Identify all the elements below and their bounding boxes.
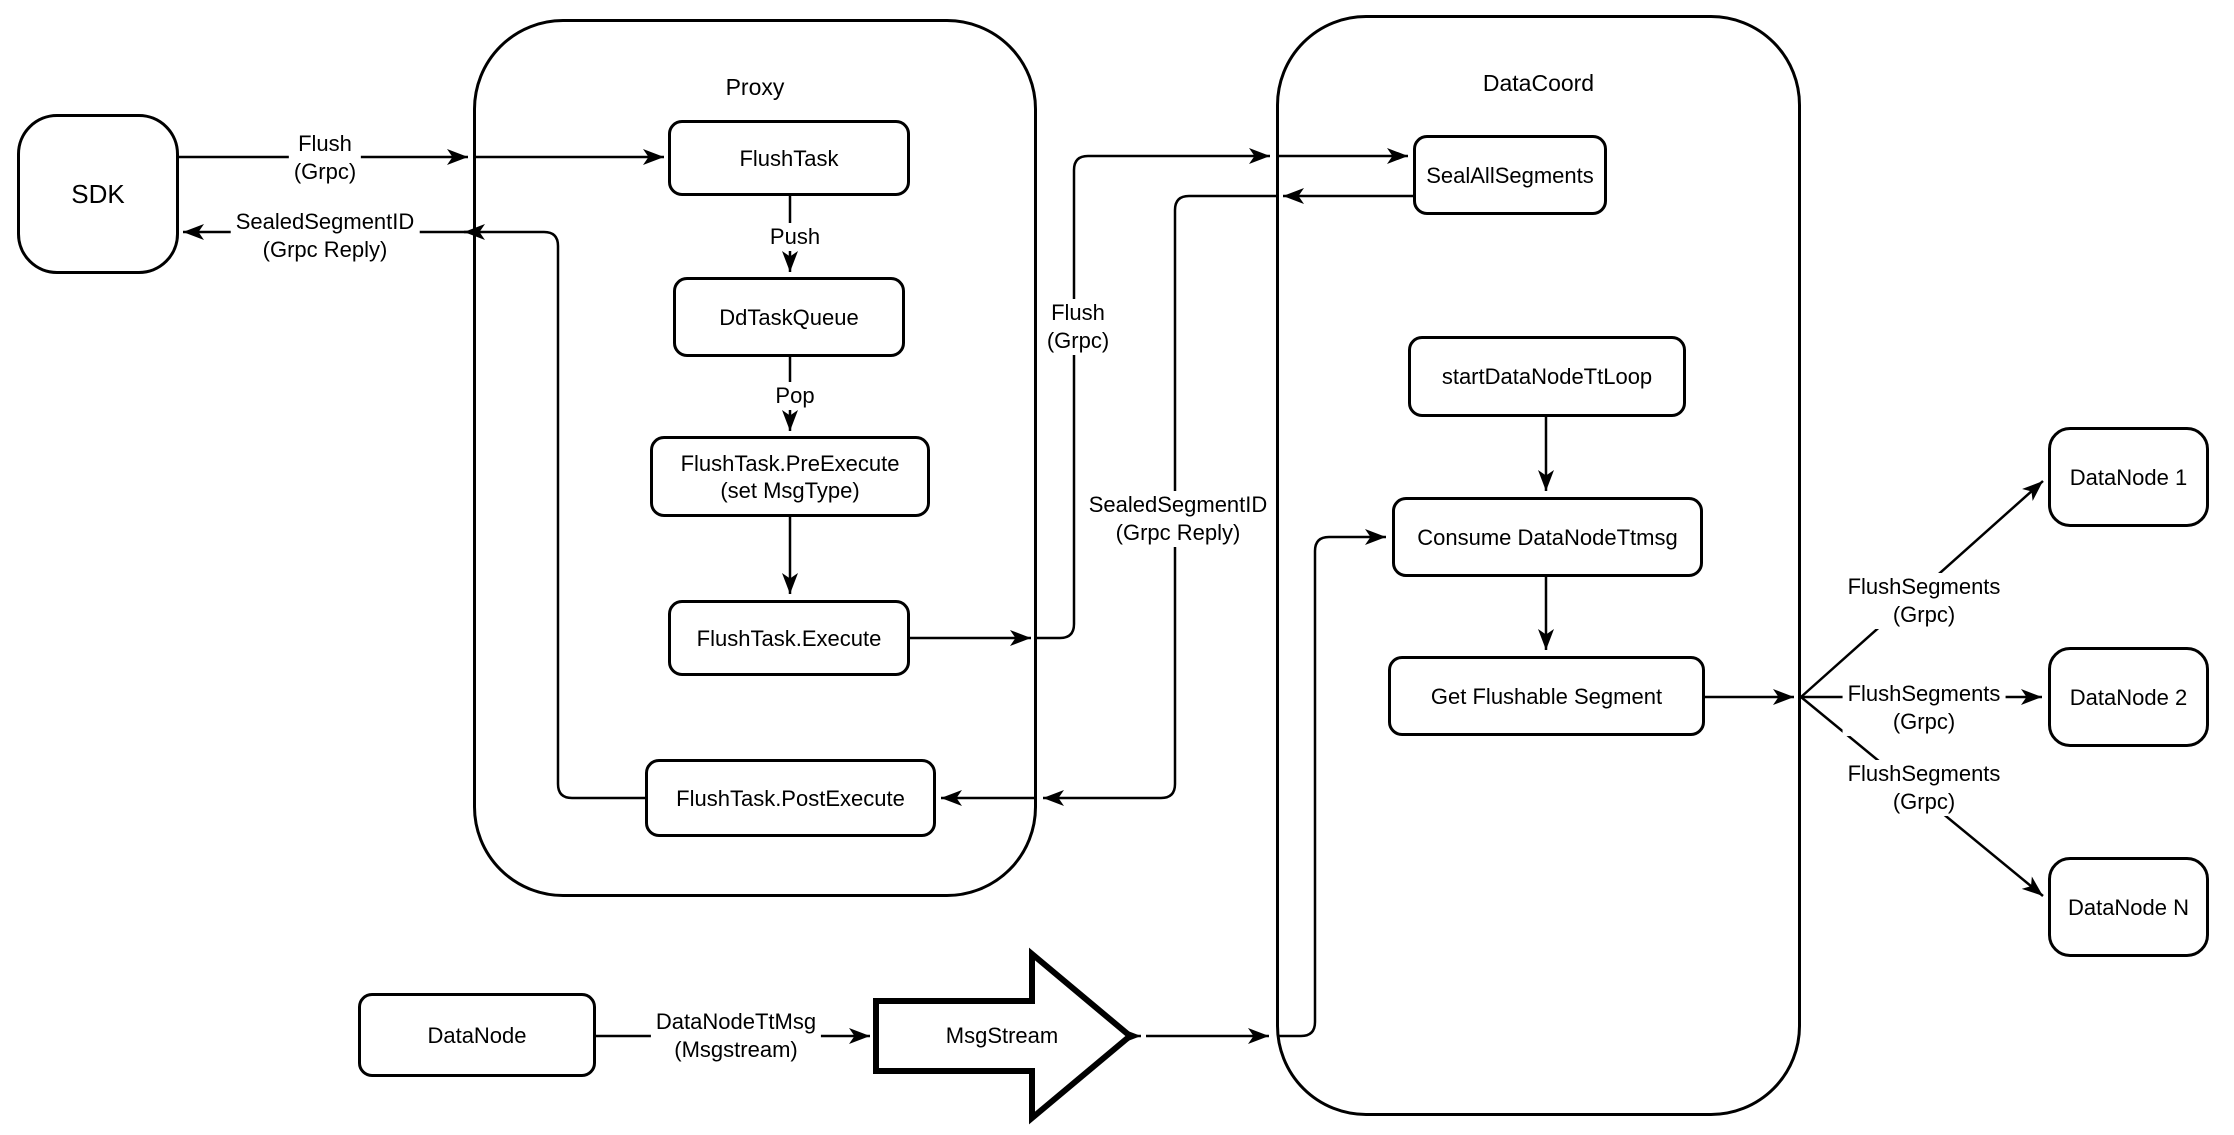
edge-label-flushsegments-3-line1: FlushSegments — [1847, 761, 2001, 786]
edge-label-flushsegments-3-line2: (Grpc) — [1892, 789, 1956, 814]
edge-label-push-text: Push — [769, 224, 821, 249]
node-ddtaskqueue: DdTaskQueue — [673, 277, 905, 357]
node-flushtask-label: FlushTask — [739, 145, 839, 171]
node-startdatanodettloop: startDataNodeTtLoop — [1408, 336, 1686, 417]
node-consume-datanodettmsg-label: Consume DataNodeTtmsg — [1417, 524, 1678, 550]
edge-label-datanodettmsg: DataNodeTtMsg (Msgstream) — [650, 1008, 822, 1064]
node-datanode-n: DataNode N — [2048, 857, 2209, 957]
node-get-flushable-segment: Get Flushable Segment — [1388, 656, 1705, 736]
node-datanode-2: DataNode 2 — [2048, 647, 2209, 747]
edge-label-pop-text: Pop — [775, 383, 815, 408]
msgstream-label-text: MsgStream — [945, 1023, 1059, 1048]
edge-postexecute-to-proxy-border — [464, 224, 645, 800]
msgstream-label: MsgStream — [946, 1023, 1058, 1049]
edge-label-flush-datacoord: Flush (Grpc) — [1041, 299, 1115, 355]
node-datanode-bottom: DataNode — [358, 993, 596, 1077]
datacoord-title: DataCoord — [1482, 70, 1595, 96]
node-datanode-1: DataNode 1 — [2048, 427, 2209, 527]
msgstream-block-arrow — [873, 947, 1135, 1125]
edge-label-datanodettmsg-line1: DataNodeTtMsg — [655, 1009, 817, 1034]
edge-label-push: Push — [764, 223, 826, 251]
node-flushtask-postexecute-label: FlushTask.PostExecute — [676, 785, 905, 811]
proxy-title: Proxy — [725, 74, 785, 100]
node-sdk: SDK — [17, 114, 179, 274]
edge-label-flushsegments-2-line1: FlushSegments — [1847, 681, 2001, 706]
edge-label-datanodettmsg-line2: (Msgstream) — [674, 1037, 798, 1062]
node-datanode-2-label: DataNode 2 — [2069, 684, 2188, 710]
node-flushtask-preexecute-sublabel: (set MsgType) — [720, 477, 860, 503]
node-flushtask-execute-label: FlushTask.Execute — [696, 625, 882, 651]
node-consume-datanodettmsg: Consume DataNodeTtmsg — [1392, 497, 1703, 577]
edge-label-flush-datacoord-line1: Flush — [1051, 300, 1105, 325]
node-flushtask-preexecute-label: FlushTask.PreExecute — [680, 450, 900, 476]
node-datanode-1-label: DataNode 1 — [2069, 464, 2188, 490]
edge-label-flush-sdk: Flush (Grpc) — [288, 130, 362, 186]
edge-label-flush-sdk-line1: Flush — [298, 131, 352, 156]
edge-label-sealedsegmentid-sdk: SealedSegmentID (Grpc Reply) — [230, 208, 420, 264]
node-sealallsegments-label: SealAllSegments — [1426, 162, 1594, 188]
edge-label-sealedsegmentid-datacoord-line2: (Grpc Reply) — [1115, 520, 1241, 545]
node-flushtask-execute: FlushTask.Execute — [668, 600, 910, 676]
node-flushtask-preexecute: FlushTask.PreExecute (set MsgType) — [650, 436, 930, 517]
edge-label-sealedsegmentid-sdk-line2: (Grpc Reply) — [262, 237, 388, 262]
node-get-flushable-segment-label: Get Flushable Segment — [1430, 683, 1663, 709]
edge-proxy-to-datacoord-flush — [1037, 148, 1270, 640]
edge-label-flushsegments-2: FlushSegments (Grpc) — [1842, 680, 2006, 736]
node-startdatanodettloop-label: startDataNodeTtLoop — [1441, 364, 1653, 389]
edge-label-flushsegments-3: FlushSegments (Grpc) — [1842, 760, 2006, 816]
node-ddtaskqueue-label: DdTaskQueue — [719, 304, 859, 330]
edge-label-sealedsegmentid-datacoord-line1: SealedSegmentID — [1088, 492, 1268, 517]
edge-label-flushsegments-1: FlushSegments (Grpc) — [1842, 573, 2006, 629]
edge-label-flush-datacoord-line2: (Grpc) — [1046, 328, 1110, 353]
edge-datacoord-to-consume — [1277, 529, 1386, 1038]
node-datanode-n-label: DataNode N — [2067, 894, 2190, 920]
edge-label-sealedsegmentid-sdk-line1: SealedSegmentID — [235, 209, 415, 234]
edge-label-flush-sdk-line2: (Grpc) — [293, 159, 357, 184]
edge-label-flushsegments-1-line1: FlushSegments — [1847, 574, 2001, 599]
node-datanode-bottom-label: DataNode — [427, 1022, 527, 1048]
edge-label-pop: Pop — [770, 382, 820, 410]
node-sealallsegments: SealAllSegments — [1413, 135, 1607, 215]
node-flushtask: FlushTask — [668, 120, 910, 196]
edge-label-flushsegments-1-line2: (Grpc) — [1892, 602, 1956, 627]
node-flushtask-postexecute: FlushTask.PostExecute — [645, 759, 936, 837]
edge-label-sealedsegmentid-datacoord: SealedSegmentID (Grpc Reply) — [1083, 491, 1273, 547]
node-sdk-label: SDK — [71, 178, 125, 209]
edge-label-flushsegments-2-line2: (Grpc) — [1892, 709, 1956, 734]
